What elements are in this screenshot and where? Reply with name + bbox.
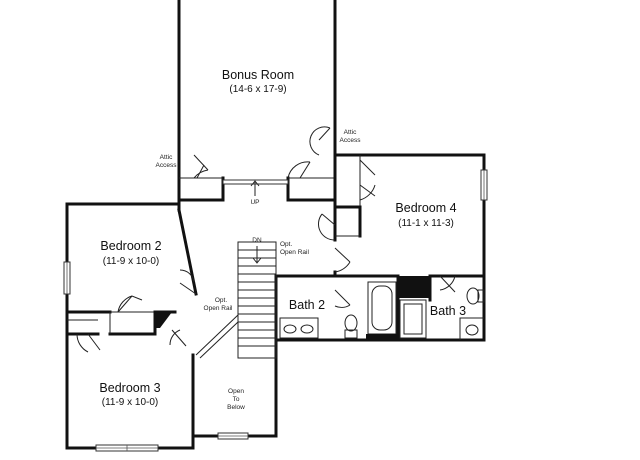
doors	[76, 126, 456, 353]
attic-access-left-line2: Access	[156, 162, 178, 169]
bath-fixtures	[155, 276, 485, 340]
open-rail-right-line2: Open Rail	[280, 249, 309, 256]
attic-access-right-line1: Attic	[344, 129, 357, 136]
open-rail-left-line1: Opt.	[215, 297, 227, 304]
stair-down-label: DN	[252, 237, 262, 244]
bedroom-4-name: Bedroom 4	[395, 201, 456, 215]
open-rail-left-line2: Open Rail	[204, 305, 233, 312]
bedroom-3-name: Bedroom 3	[99, 381, 160, 395]
bedroom-4-dim: (11-1 x 11-3)	[398, 218, 454, 229]
bath-2-name: Bath 2	[289, 298, 325, 312]
bath-3-name: Bath 3	[430, 304, 466, 318]
annotation-labels: Attic Access Attic Access UP DN Opt. Ope…	[156, 129, 362, 411]
open-rail-right-line1: Opt.	[280, 241, 292, 248]
attic-access-left-line1: Attic	[160, 154, 173, 161]
room-labels: Bonus Room (14-6 x 17-9) Bedroom 4 (11-1…	[99, 68, 466, 408]
open-to-below-line1: Open	[228, 388, 244, 395]
bedroom-2-name: Bedroom 2	[100, 239, 161, 253]
bedroom-3-dim: (11-9 x 10-0)	[102, 397, 159, 408]
attic-access-right-line2: Access	[340, 137, 362, 144]
staircase	[195, 180, 277, 359]
walls	[65, 0, 486, 450]
open-to-below-line2: To	[233, 396, 240, 403]
bonus-room-name: Bonus Room	[222, 68, 294, 82]
stair-up-label: UP	[250, 199, 259, 206]
bonus-room-dim: (14-6 x 17-9)	[229, 84, 286, 95]
bedroom-2-dim: (11-9 x 10-0)	[103, 256, 160, 267]
open-to-below-line3: Below	[227, 404, 245, 411]
